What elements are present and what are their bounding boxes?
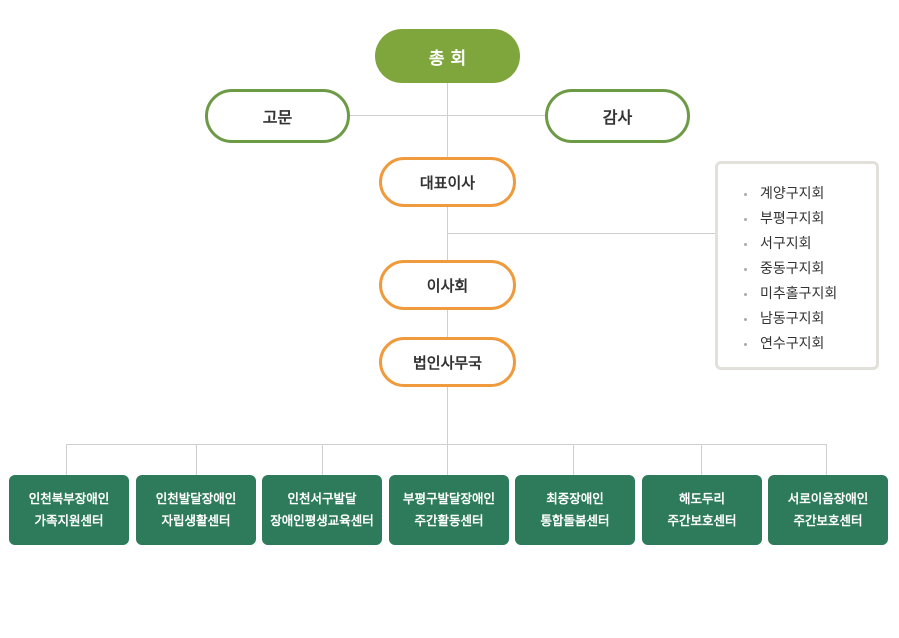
branch-item: 미추홀구지회 [744,282,876,307]
branch-item: 남동구지회 [744,307,876,332]
branch-item: 계양구지회 [744,182,876,207]
line-advisor-auditor [349,115,546,116]
drop-line [196,444,197,475]
branch-item: 연수구지회 [744,332,876,357]
drop-line [573,444,574,475]
branch-list-box: 계양구지회 부평구지회 서구지회 중동구지회 미추홀구지회 남동구지회 연수구지… [715,161,879,370]
drop-line [701,444,702,475]
drop-line [447,444,448,475]
advisor-node: 고문 [205,89,350,143]
drop-line [826,444,827,475]
line-centers-horizontal [66,444,827,445]
line-branch [447,233,715,234]
auditor-node: 감사 [545,89,690,143]
branch-item: 부평구지회 [744,207,876,232]
secretariat-node: 법인사무국 [379,337,516,387]
board-node: 이사회 [379,260,516,310]
ceo-node: 대표이사 [379,157,516,207]
branch-item: 중동구지회 [744,257,876,282]
drop-line [322,444,323,475]
drop-line [66,444,67,475]
general-assembly-node: 총 회 [375,29,520,83]
branch-item: 서구지회 [744,232,876,257]
